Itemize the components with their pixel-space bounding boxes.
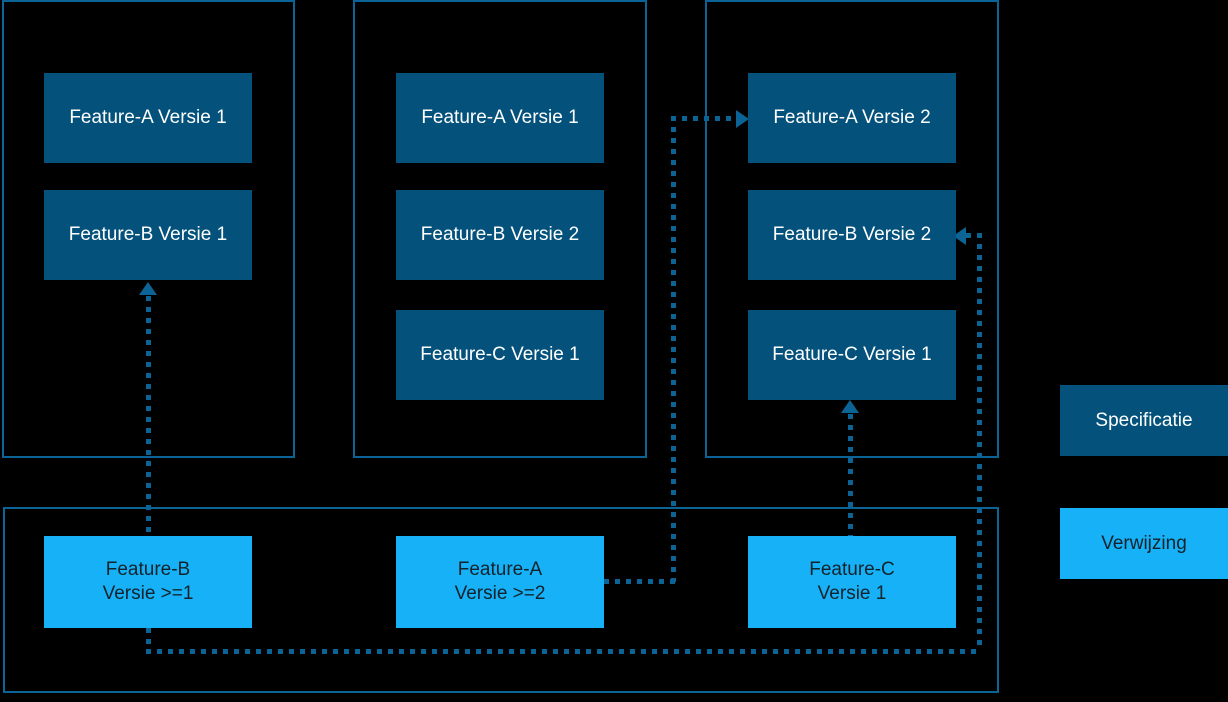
node-ref-feature-c[interactable]: Feature-C Versie 1 [748, 536, 956, 628]
connector-refb-to-p1b-arrowhead [139, 282, 157, 295]
node-p1-feature-b-v1[interactable]: Feature-B Versie 1 [44, 190, 252, 280]
connector-refc-to-p3c-vertical [848, 414, 853, 536]
legend-reference: Verwijzing [1060, 508, 1228, 579]
connector-refa-to-p3a-arrowhead [736, 110, 749, 128]
connector-refc-to-p3c-arrowhead [841, 400, 859, 413]
panel-bottom [3, 507, 999, 693]
node-ref-feature-a[interactable]: Feature-A Versie >=2 [396, 536, 604, 628]
panel-2 [353, 0, 647, 458]
connector-refa-to-p3a-vertical [671, 116, 676, 582]
node-p3-feature-c-v1[interactable]: Feature-C Versie 1 [748, 310, 956, 400]
node-p1-feature-a-v1[interactable]: Feature-A Versie 1 [44, 73, 252, 163]
connector-refb-to-p3b-arrowhead [953, 227, 966, 245]
node-p2-feature-c-v1[interactable]: Feature-C Versie 1 [396, 310, 604, 400]
legend-specification: Specificatie [1060, 385, 1228, 456]
connector-refb-to-p3b-horizontal-top [966, 233, 982, 238]
connector-refa-to-p3a-horizontal-lower [604, 579, 676, 584]
connector-refb-to-p1b-vertical [146, 296, 151, 536]
node-ref-feature-b[interactable]: Feature-B Versie >=1 [44, 536, 252, 628]
node-p2-feature-b-v2[interactable]: Feature-B Versie 2 [396, 190, 604, 280]
node-p2-feature-a-v1[interactable]: Feature-A Versie 1 [396, 73, 604, 163]
connector-refb-to-p3b-vertical-right [977, 233, 982, 651]
connector-refa-to-p3a-horizontal-upper [671, 116, 739, 121]
node-p3-feature-a-v2[interactable]: Feature-A Versie 2 [748, 73, 956, 163]
connector-refb-to-p3b-horizontal-bottom [146, 649, 982, 654]
node-p3-feature-b-v2[interactable]: Feature-B Versie 2 [748, 190, 956, 280]
connector-refb-to-p3b-vertical-left [146, 628, 151, 654]
